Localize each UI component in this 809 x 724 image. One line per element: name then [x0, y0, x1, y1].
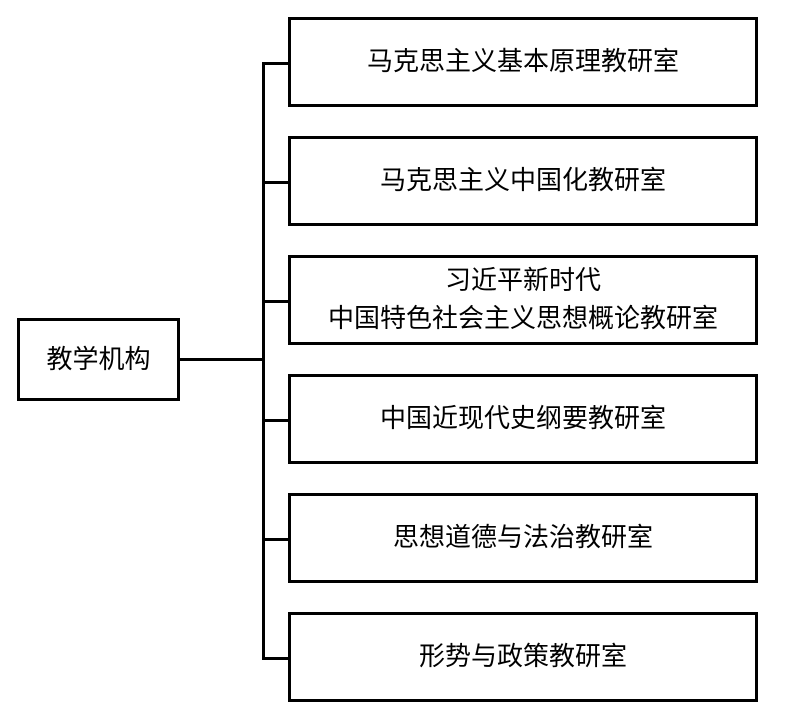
branch-stub-4: [262, 419, 289, 422]
branch-stub-5: [262, 538, 289, 541]
branch-stub-1: [262, 62, 289, 65]
branch-stub-3: [262, 300, 289, 303]
child-node-4[interactable]: 中国近现代史纲要教研室: [288, 374, 758, 464]
root-node-label: 教学机构: [46, 344, 151, 375]
branch-stub-2: [262, 181, 289, 184]
child-node-5[interactable]: 思想道德与法治教研室: [288, 493, 758, 583]
child-node-4-label: 中国近现代史纲要教研室: [379, 404, 666, 434]
branch-spine-line: [262, 62, 265, 660]
child-node-1-label: 马克思主义基本原理教研室: [366, 47, 679, 77]
child-node-5-label: 思想道德与法治教研室: [392, 523, 653, 553]
child-node-3-label: 习近平新时代 中国特色社会主义思想概论教研室: [327, 266, 718, 334]
root-node-teaching-organization[interactable]: 教学机构: [17, 318, 180, 401]
child-node-6[interactable]: 形势与政策教研室: [288, 612, 758, 702]
root-to-spine-connector: [180, 358, 264, 361]
child-node-3[interactable]: 习近平新时代 中国特色社会主义思想概论教研室: [288, 255, 758, 345]
child-node-1[interactable]: 马克思主义基本原理教研室: [288, 17, 758, 107]
child-node-6-label: 形势与政策教研室: [418, 642, 627, 672]
child-node-2[interactable]: 马克思主义中国化教研室: [288, 136, 758, 226]
branch-stub-6: [262, 657, 289, 660]
child-node-2-label: 马克思主义中国化教研室: [379, 166, 666, 196]
